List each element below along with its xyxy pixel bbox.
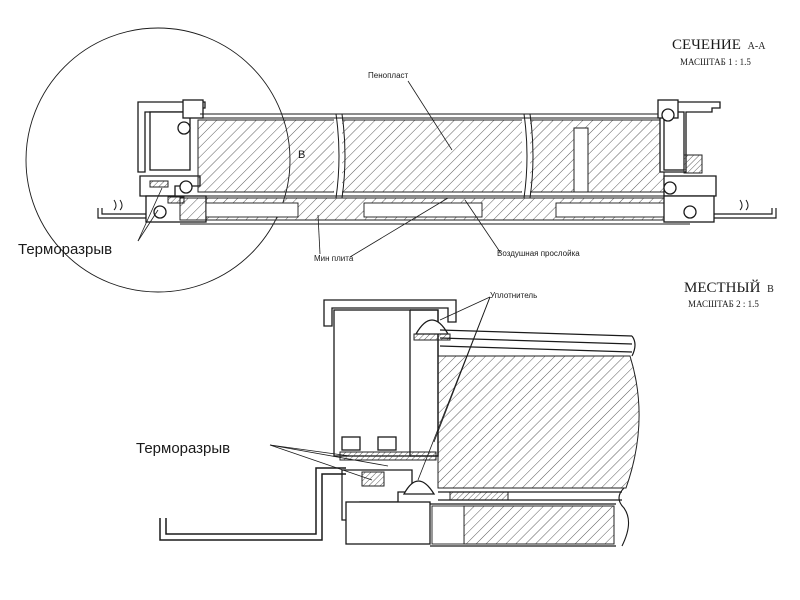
lower-skin <box>180 195 690 225</box>
b-foam-panel <box>437 355 640 489</box>
label-foam: Пенопласт <box>368 71 409 80</box>
left-seal-3 <box>153 205 167 219</box>
leader-thermal-break-bottom-1 <box>269 444 351 457</box>
b-right-break <box>618 487 630 547</box>
leader-mineral-plate-2 <box>349 197 449 258</box>
foam-break-strip-2 <box>522 114 530 198</box>
b-thermal-strip <box>339 451 437 461</box>
right-seal-2 <box>663 181 677 195</box>
label-mineral-plate: Мин плита <box>314 254 354 263</box>
local-b-title-suffix: В <box>767 284 774 295</box>
right-break-mark <box>739 199 749 211</box>
left-seal-2 <box>179 180 193 194</box>
leader-thermal-break-top-2 <box>137 209 159 242</box>
air-gap-1 <box>205 202 299 218</box>
b-sash-thermal <box>361 471 385 487</box>
leader-mineral-plate-1 <box>317 214 321 255</box>
b-bottom-skirt <box>159 467 346 541</box>
b-mineral-gap <box>431 505 465 545</box>
b-frame-inner-chamber <box>333 309 411 457</box>
label-thermal-break-bottom: Терморазрыв <box>136 440 230 457</box>
section-aa-scale: МАСШТАБ 1 : 1.5 <box>680 57 751 67</box>
local-b-drawing <box>159 299 640 547</box>
b-seal-top-base <box>413 333 451 341</box>
right-seal-1 <box>661 108 675 122</box>
left-seal-1 <box>177 121 191 135</box>
b-seal-mid <box>402 480 436 495</box>
leader-thermal-break-bottom-3 <box>269 444 373 481</box>
b-bottom-skin <box>430 503 616 547</box>
leader-thermal-break-bottom-2 <box>269 444 389 467</box>
right-block <box>683 154 703 174</box>
b-top-skin <box>439 329 633 353</box>
air-gap-3 <box>555 202 667 218</box>
b-outer-frame <box>323 299 457 327</box>
leader-seal-1 <box>439 296 491 321</box>
left-frame-chamber <box>149 111 191 171</box>
leader-thermal-break-top-1 <box>137 187 163 242</box>
foam-panel <box>197 119 665 193</box>
left-frame-bracket <box>182 99 204 119</box>
label-thermal-break-top: Терморазрыв <box>18 241 112 258</box>
air-gap-2 <box>363 202 483 218</box>
section-aa-drawing <box>25 27 777 293</box>
section-aa-title: СЕЧЕНИЕ А-А <box>672 37 766 53</box>
label-detail-marker: В <box>298 149 305 161</box>
foam-stiffener <box>573 127 589 193</box>
right-seal-3 <box>683 205 697 219</box>
section-aa-title-main: СЕЧЕНИЕ <box>672 37 741 53</box>
section-aa-title-suffix: А-А <box>748 41 767 52</box>
foam-break-line-1 <box>335 113 346 199</box>
b-base-profile <box>345 501 431 545</box>
local-b-scale: МАСШТАБ 2 : 1.5 <box>688 299 759 309</box>
leader-air-gap <box>464 199 501 253</box>
top-plate <box>200 113 662 119</box>
label-seal: Уплотнитель <box>490 291 537 300</box>
leader-seal-3 <box>433 296 491 443</box>
left-thermal-break-1 <box>149 180 169 188</box>
b-air-gap-strip <box>449 491 509 501</box>
label-air-gap: Воздушная прослойка <box>497 249 580 258</box>
local-b-title-main: МЕСТНЫЙ <box>684 279 761 296</box>
b-thermal-block-2 <box>377 436 397 451</box>
foam-break-line-2 <box>523 113 534 199</box>
leader-foam <box>407 80 453 151</box>
left-break-mark <box>113 199 123 211</box>
b-panel-edge-top <box>631 335 636 357</box>
b-thermal-block-1 <box>341 436 361 451</box>
left-skirt <box>97 208 146 219</box>
b-lower-skins <box>438 491 622 501</box>
b-mineral-plate <box>463 505 615 545</box>
foam-break-strip-1 <box>334 114 342 198</box>
right-skirt <box>714 208 777 219</box>
b-seal-top <box>414 319 450 335</box>
local-b-title: МЕСТНЫЙ В <box>684 279 774 296</box>
